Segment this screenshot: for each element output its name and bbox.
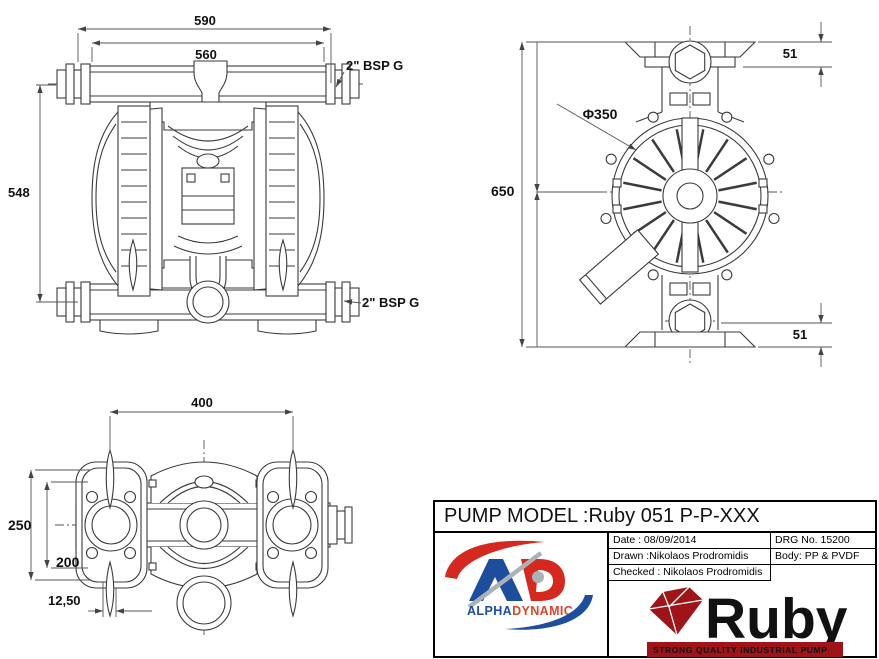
front-view: 590 560 548 2" BSP G 2" BSP G: [8, 13, 419, 335]
table-row: Date : 08/09/2014 DRG No. 15200: [609, 533, 875, 549]
alpha-blue-swoosh: [505, 595, 593, 630]
pump-top-drawing: [75, 448, 353, 631]
alphadynamic-logo: ALPHADYNAMIC: [445, 540, 593, 630]
dim-650: 650: [491, 183, 515, 199]
top-dimensions: [28, 409, 294, 617]
top-view: 400 250 200 12,50: [8, 395, 353, 635]
date-cell: Date : 08/09/2014: [609, 533, 771, 549]
dim-51-top: 51: [783, 46, 797, 61]
dim-51-bottom: 51: [793, 327, 807, 342]
dim-590: 590: [194, 13, 216, 28]
pump-front-drawing: [56, 60, 360, 335]
alpha-letter-d: [521, 559, 565, 601]
dim-548: 548: [8, 185, 30, 200]
left-chamber: [91, 105, 163, 335]
exhaust-tube: [578, 229, 660, 305]
alpha-dart: [467, 551, 543, 609]
ruby-diamond-icon: [648, 586, 704, 636]
pump-model-title: PUMP MODEL :Ruby 051 P-P-XXX: [435, 502, 875, 533]
drg-no-cell: DRG No. 15200: [771, 533, 875, 549]
port-label-bottom: 2" BSP G: [362, 295, 419, 310]
alpha-red-swoosh: [445, 540, 545, 579]
ruby-tagline-banner: [647, 642, 843, 657]
right-chamber: [253, 105, 325, 335]
alphadynamic-wordmark: ALPHADYNAMIC: [467, 604, 573, 618]
dim-560: 560: [195, 47, 217, 62]
alpha-letter-a: [469, 559, 523, 601]
table-row: Drawn :Nikolaos Prodromidis Body: PP & P…: [609, 549, 875, 565]
dim-diameter-350: Φ350: [583, 106, 618, 122]
right-foot: [256, 448, 329, 618]
title-block: PUMP MODEL :Ruby 051 P-P-XXX ALPHADYNAMI…: [433, 500, 877, 658]
side-dimensions: [519, 22, 832, 367]
ruby-logo: Ruby STRONG QUALITY INDUSTRIAL PUMP: [647, 586, 848, 657]
dim-400: 400: [191, 395, 213, 410]
checked-cell: Checked : Nikolaos Prodromidis: [609, 565, 771, 581]
alpha-word: ALPHA: [467, 604, 512, 618]
alphadynamic-logo-cell: ALPHADYNAMIC: [435, 533, 609, 656]
drawn-cell: Drawn :Nikolaos Prodromidis: [609, 549, 771, 565]
dim-200: 200: [56, 554, 80, 570]
ruby-tagline: STRONG QUALITY INDUSTRIAL PUMP: [653, 645, 827, 655]
ruby-wordmark: Ruby: [705, 587, 848, 651]
ruby-logo-area: Ruby STRONG QUALITY INDUSTRIAL PUMP: [609, 581, 875, 657]
empty-cell: [771, 565, 875, 581]
left-foot: [75, 448, 148, 618]
dynamic-word: DYNAMIC: [512, 604, 573, 618]
body-material-cell: Body: PP & PVDF: [771, 549, 875, 565]
front-dimensions: [36, 26, 362, 305]
table-row: Checked : Nikolaos Prodromidis: [609, 565, 875, 581]
title-block-table: Date : 08/09/2014 DRG No. 15200 Drawn :N…: [609, 533, 875, 581]
side-view: 650 51 51 Φ350: [491, 22, 832, 367]
alpha-ball: [532, 571, 544, 583]
dim-250: 250: [8, 517, 32, 533]
pump-side-drawing: [578, 40, 780, 348]
port-label-top: 2" BSP G: [346, 58, 403, 73]
dim-12-50: 12,50: [48, 593, 81, 608]
